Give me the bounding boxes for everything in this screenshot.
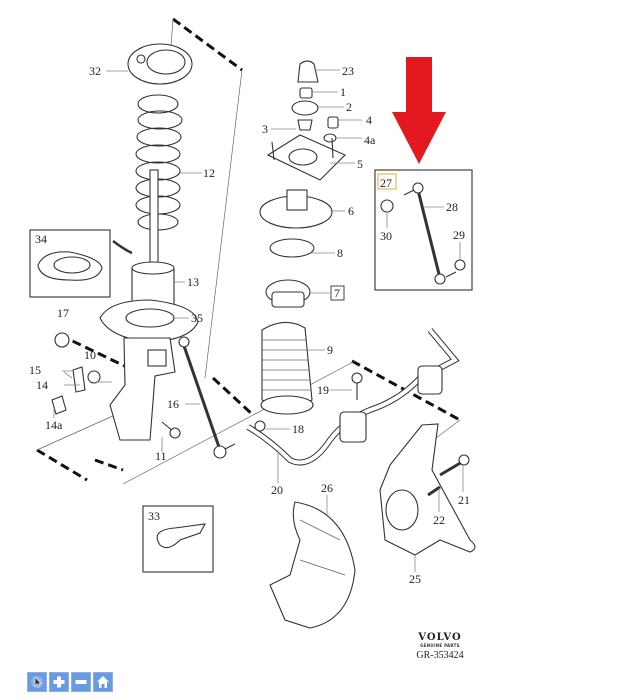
inset-box-27: [374, 169, 473, 291]
callout-6[interactable]: 6: [348, 204, 354, 218]
callout-7[interactable]: 7: [334, 286, 340, 300]
callout-20[interactable]: 20: [271, 483, 283, 497]
spring-seat-32: [127, 43, 193, 85]
callout-32[interactable]: 32: [89, 64, 101, 78]
minus-icon: [75, 680, 87, 684]
callout-3[interactable]: 3: [262, 122, 268, 136]
callout-25[interactable]: 25: [409, 572, 421, 586]
bump-stop-17: [54, 332, 70, 348]
callout-4[interactable]: 4: [366, 113, 372, 127]
steering-knuckle-25: [379, 423, 476, 556]
top-mount-stack: [259, 60, 346, 308]
bolt-19: [351, 372, 363, 400]
stabilizer-link-16: [178, 336, 236, 459]
callout-34[interactable]: 34: [35, 232, 47, 246]
dust-boot-9: [260, 321, 314, 415]
leader-lines: [53, 69, 464, 572]
home-icon: [97, 676, 109, 688]
callout-15[interactable]: 15: [29, 363, 41, 377]
zoom-in-button[interactable]: [49, 672, 69, 692]
callout-10[interactable]: 10: [84, 348, 96, 362]
bracket-14a: [51, 395, 67, 415]
callout-19[interactable]: 19: [317, 383, 329, 397]
callout-5[interactable]: 5: [357, 157, 363, 171]
plus-icon: [53, 676, 65, 688]
viewer-toolbar: [27, 672, 113, 692]
assembly-boundary: [36, 17, 461, 485]
callout-9[interactable]: 9: [327, 343, 333, 357]
coil-spring-12: [135, 94, 183, 231]
callout-1[interactable]: 1: [340, 85, 346, 99]
callout-18[interactable]: 18: [292, 422, 304, 436]
callout-27[interactable]: 27: [380, 176, 392, 190]
callout-21[interactable]: 21: [458, 493, 470, 507]
callout-14a[interactable]: 14a: [45, 418, 63, 432]
stabilizer-bar-20: [246, 328, 460, 466]
callout-14[interactable]: 14: [36, 378, 48, 392]
select-tool-button[interactable]: [27, 672, 47, 692]
shock-absorber-13: [99, 169, 199, 441]
cursor-icon: [31, 676, 43, 688]
callout-13[interactable]: 13: [187, 275, 199, 289]
callout-29[interactable]: 29: [453, 228, 465, 242]
callout-28[interactable]: 28: [446, 200, 458, 214]
bolt-11: [161, 421, 181, 439]
callout-26[interactable]: 26: [321, 481, 333, 495]
callout-12[interactable]: 12: [203, 166, 215, 180]
zoom-out-button[interactable]: [71, 672, 91, 692]
callout-labels: 32 12 34 13 35 17 10 15 14 14a 16 11 23 …: [29, 64, 470, 586]
callout-8[interactable]: 8: [337, 246, 343, 260]
callout-33[interactable]: 33: [148, 509, 160, 523]
callout-17[interactable]: 17: [57, 306, 69, 320]
highlight-arrow: [392, 57, 446, 164]
callout-11[interactable]: 11: [155, 449, 167, 463]
callout-30[interactable]: 30: [380, 229, 392, 243]
brand-tagline: GENUINE PARTS: [420, 643, 460, 648]
callout-23[interactable]: 23: [342, 64, 354, 78]
callout-16[interactable]: 16: [167, 397, 179, 411]
callout-2[interactable]: 2: [346, 100, 352, 114]
brand-logo: VOLVO: [418, 632, 462, 643]
callout-35[interactable]: 35: [191, 311, 203, 325]
inset-box-34: [29, 229, 133, 298]
splash-shield-26: [269, 501, 356, 629]
home-button[interactable]: [93, 672, 113, 692]
volvo-branding: VOLVO GENUINE PARTS GR-353424: [412, 632, 468, 661]
inset-box-33: [142, 505, 214, 573]
callout-22[interactable]: 22: [433, 513, 445, 527]
bushing-10: [87, 370, 101, 384]
callout-4a[interactable]: 4a: [364, 133, 376, 147]
diagram-code: GR-353424: [416, 650, 464, 661]
